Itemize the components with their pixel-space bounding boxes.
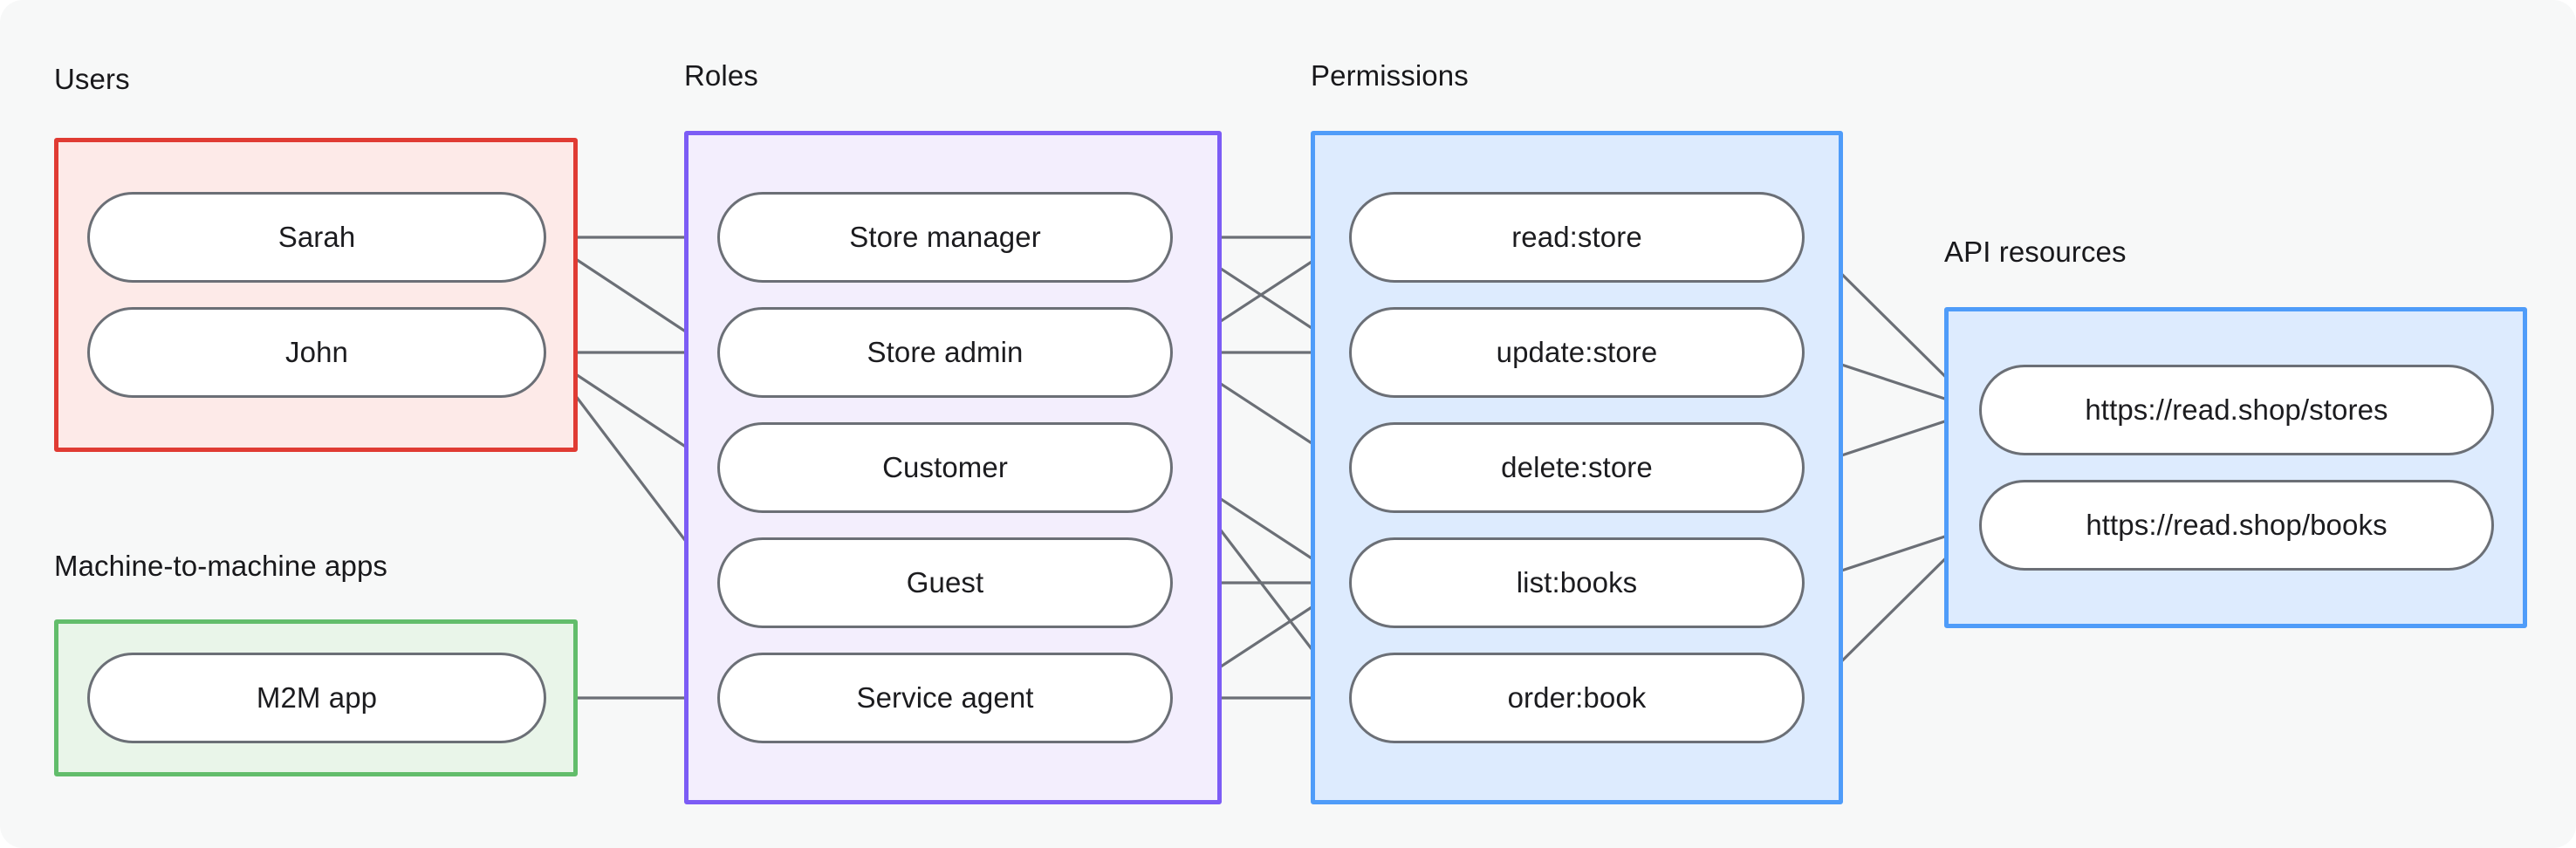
node-guest[interactable]: Guest bbox=[717, 537, 1173, 628]
node-john[interactable]: John bbox=[87, 307, 546, 398]
group-box-users bbox=[54, 138, 578, 452]
node-list-books[interactable]: list:books bbox=[1349, 537, 1805, 628]
node-api-stores[interactable]: https://read.shop/stores bbox=[1979, 365, 2494, 455]
node-m2m-app[interactable]: M2M app bbox=[87, 653, 546, 743]
node-api-books[interactable]: https://read.shop/books bbox=[1979, 480, 2494, 571]
group-box-api-resources bbox=[1944, 307, 2527, 628]
node-store-manager[interactable]: Store manager bbox=[717, 192, 1173, 283]
node-store-admin[interactable]: Store admin bbox=[717, 307, 1173, 398]
node-order-book[interactable]: order:book bbox=[1349, 653, 1805, 743]
group-label-users: Users bbox=[54, 63, 130, 95]
node-customer[interactable]: Customer bbox=[717, 422, 1173, 513]
node-service-agent[interactable]: Service agent bbox=[717, 653, 1173, 743]
group-label-m2m: Machine-to-machine apps bbox=[54, 550, 387, 582]
node-sarah[interactable]: Sarah bbox=[87, 192, 546, 283]
node-read-store[interactable]: read:store bbox=[1349, 192, 1805, 283]
group-label-permissions: Permissions bbox=[1311, 59, 1469, 92]
node-delete-store[interactable]: delete:store bbox=[1349, 422, 1805, 513]
node-update-store[interactable]: update:store bbox=[1349, 307, 1805, 398]
group-label-roles: Roles bbox=[684, 59, 758, 92]
group-label-api-resources: API resources bbox=[1944, 236, 2127, 268]
